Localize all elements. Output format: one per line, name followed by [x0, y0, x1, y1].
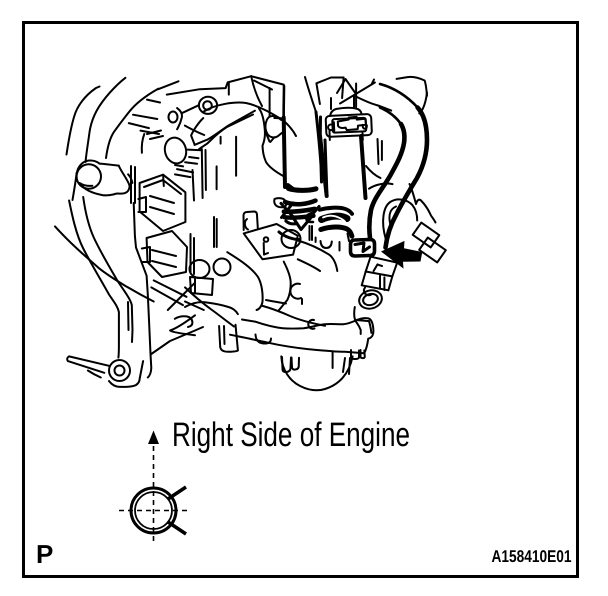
- svg-text:P: P: [36, 539, 53, 569]
- svg-text:Right Side of Engine: Right Side of Engine: [172, 416, 410, 454]
- svg-text:A158410E01: A158410E01: [492, 547, 572, 566]
